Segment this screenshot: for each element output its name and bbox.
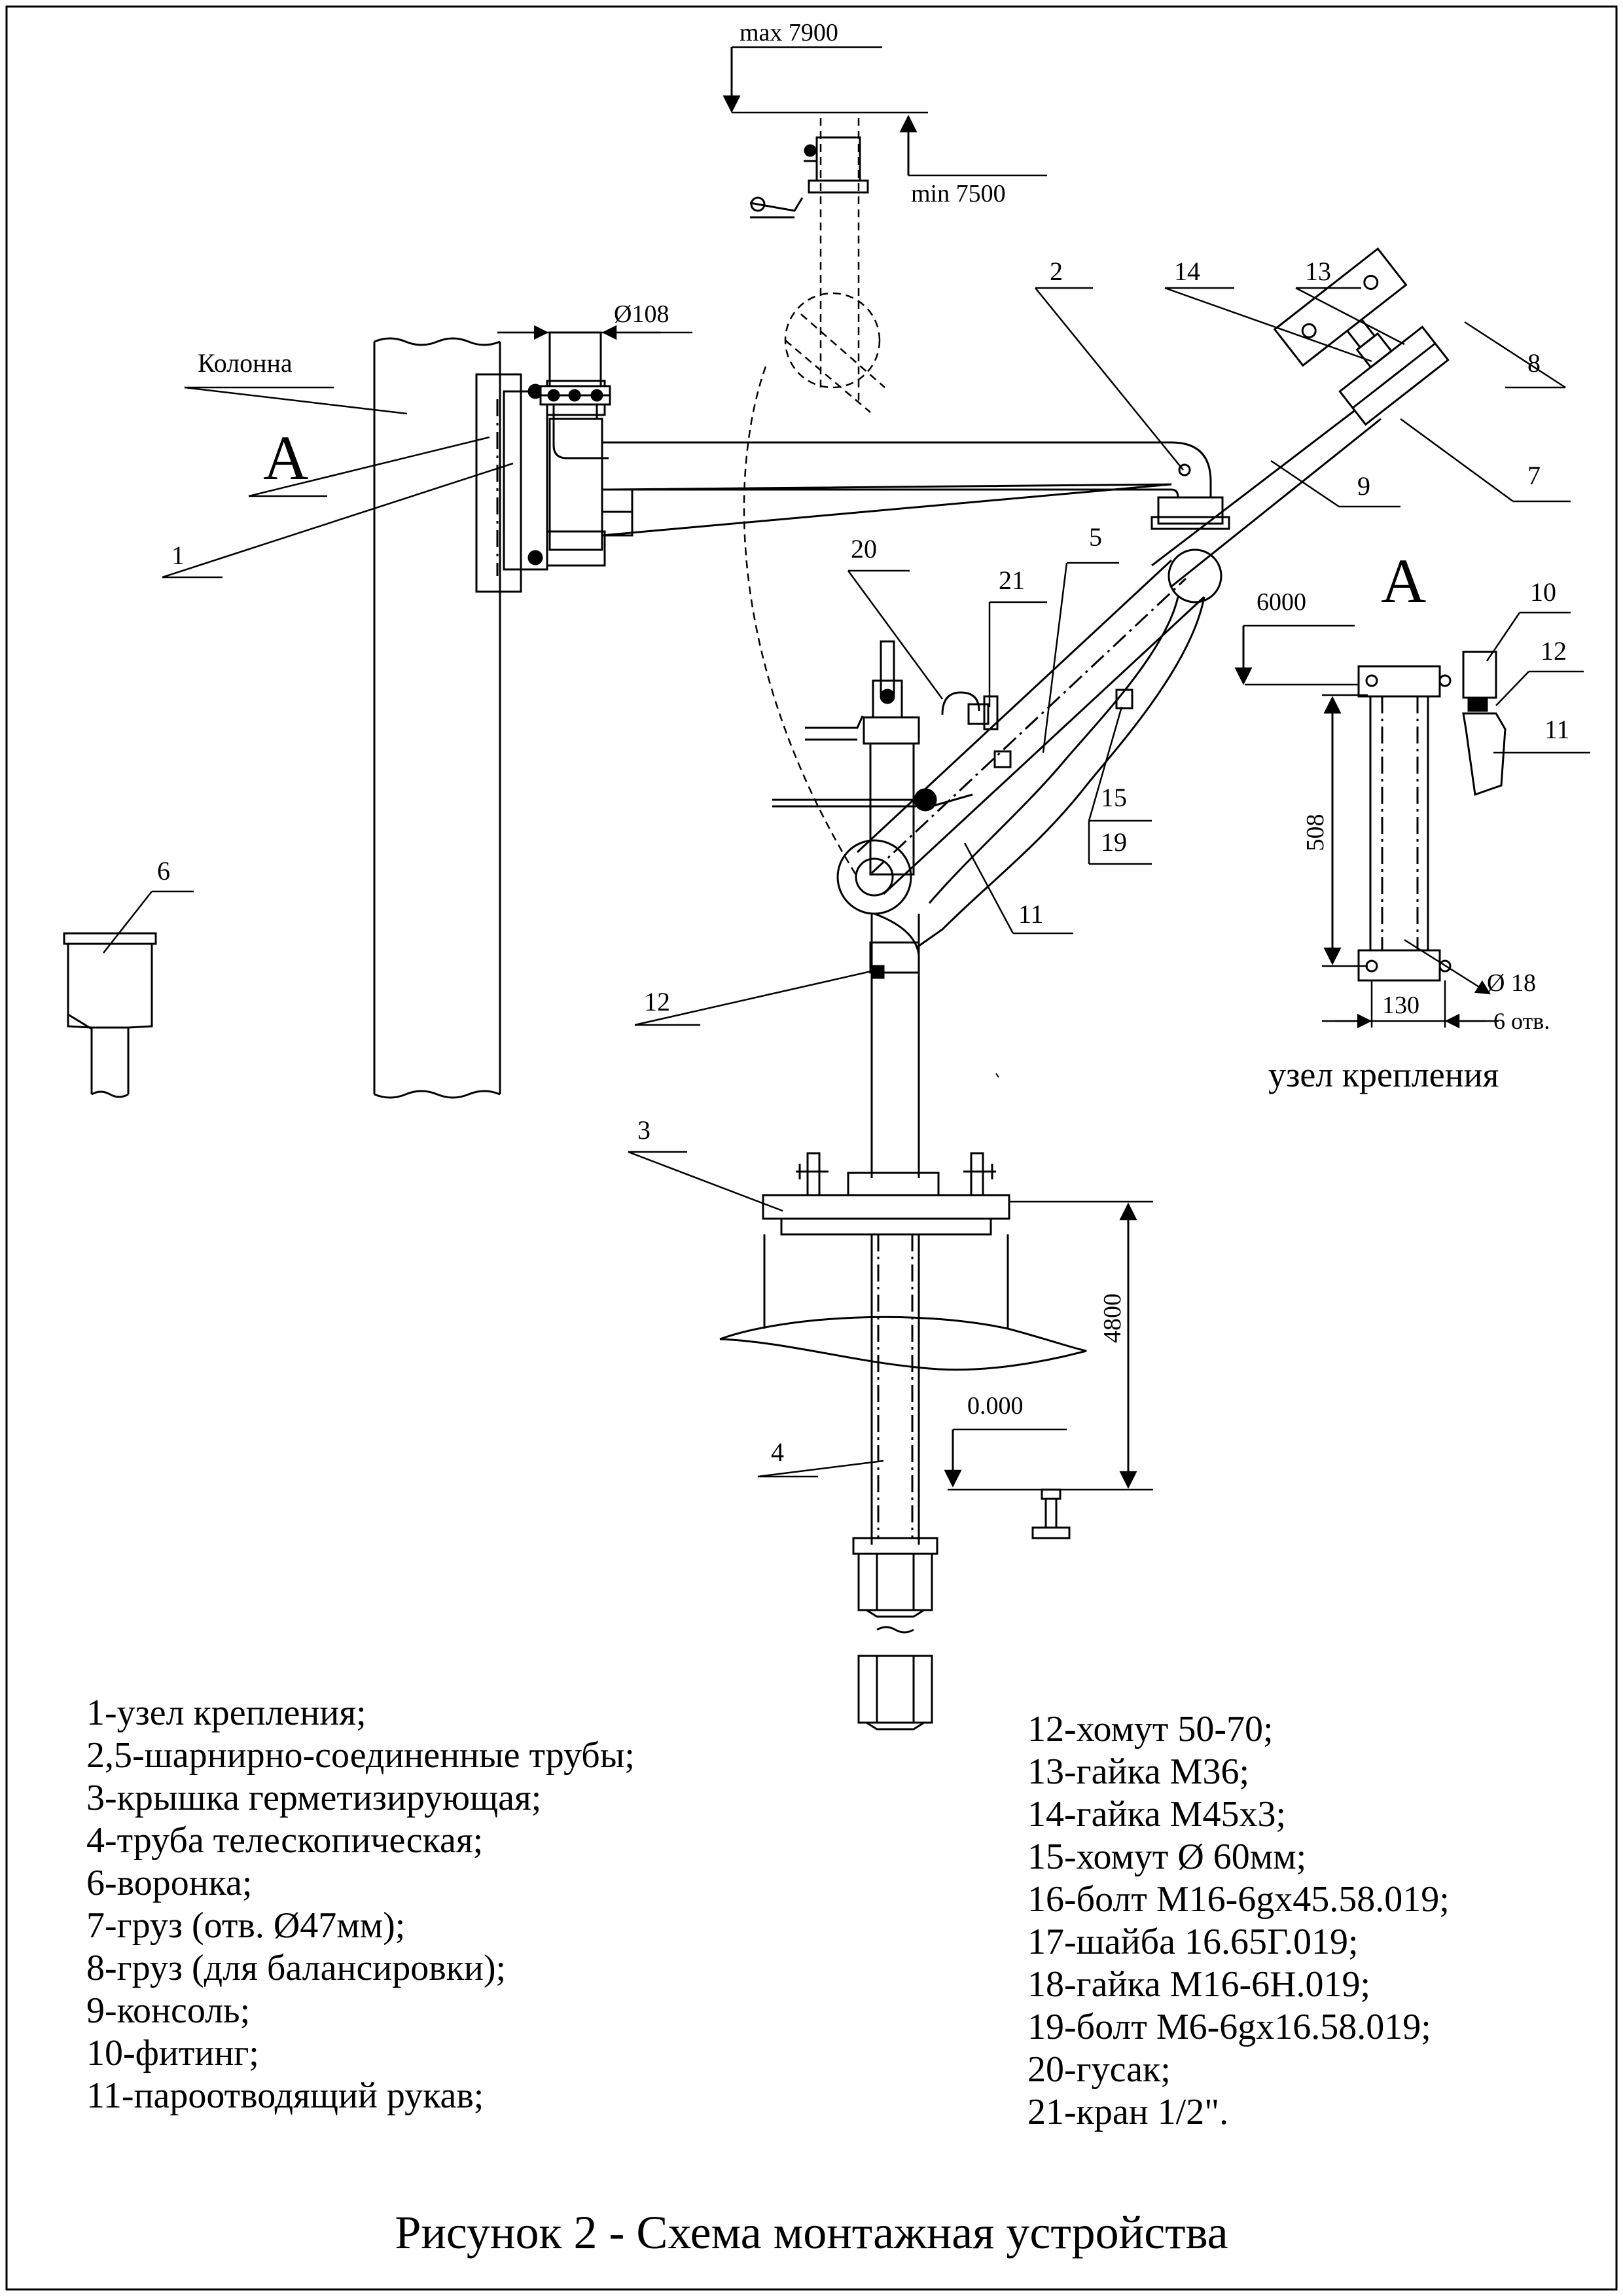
legend-item: 15-хомут Ø 60мм;: [1027, 1837, 1307, 1877]
legend-item: 7-груз (отв. Ø47мм);: [86, 1905, 406, 1946]
callout-4: 4: [771, 1437, 784, 1467]
callout-20-leader: [847, 570, 944, 700]
column-label: Колонна: [198, 348, 293, 378]
mounting-node-detail: [1357, 651, 1507, 982]
stray-tick: [995, 1073, 999, 1078]
section-letter-detail: A: [1381, 546, 1426, 616]
callout-15-leader: [1088, 706, 1123, 821]
callout-15: 15: [1101, 783, 1127, 812]
callout-13: 13: [1305, 257, 1331, 286]
callout-21: 21: [999, 565, 1025, 595]
wall-bracket: [475, 373, 606, 593]
rail-profile: [1031, 1488, 1071, 1539]
callout-5-leader: [1042, 562, 1068, 753]
telescopic-pipe: [852, 1234, 938, 1731]
legend-item: 19-болт М6-6gх16.58.019;: [1027, 2007, 1431, 2047]
legend-left: 1-узел крепления;2,5-шарнирно-соединенны…: [86, 1692, 635, 2117]
tank-body: [719, 1234, 1087, 1371]
callout-11-detail: 11: [1544, 715, 1570, 744]
callout-2-leader: [1035, 287, 1184, 471]
callout-4-leader: [757, 1460, 884, 1478]
legend-item: 10-фитинг;: [86, 2033, 259, 2073]
legend-item: 21-кран 1/2".: [1027, 2092, 1229, 2132]
legend-right: 12-хомут 50-70;13-гайка М36;14-гайка М45…: [1027, 1708, 1450, 2134]
dim-hole-count: 6 отв.: [1493, 1008, 1550, 1034]
steam-hose-inner: [928, 596, 1179, 904]
drawing-frame: [5, 5, 1618, 2291]
callout-6: 6: [157, 856, 170, 886]
callout-12-detail: 12: [1541, 636, 1567, 666]
callout-11-leader: [963, 842, 1014, 934]
zero-level: 0.000: [967, 1392, 1024, 1420]
callout-3-leader: [628, 1151, 783, 1212]
callout-10-leader: [1486, 612, 1521, 662]
section-a-leader: [248, 436, 490, 497]
legend-item: 13-гайка М36;: [1027, 1751, 1250, 1792]
callout-10: 10: [1530, 577, 1556, 607]
legend-item: 14-гайка М45х3;: [1027, 1794, 1287, 1835]
callout-9-leader: [1270, 459, 1340, 508]
dim-min-height: min 7500: [911, 180, 1006, 207]
central-mast: [805, 640, 920, 1178]
section-letter-left: A: [263, 423, 308, 493]
dim-node-width: 130: [1382, 992, 1419, 1019]
callout-14: 14: [1174, 257, 1200, 286]
legend-item: 20-гусак;: [1027, 2049, 1171, 2090]
dim-node-height: 6000: [1257, 588, 1306, 616]
legend-item: 8-груз (для балансировки);: [86, 1948, 507, 1988]
callout-6-leader: [103, 891, 152, 954]
callout-8-leader: [1464, 321, 1566, 389]
callout-12b-leader: [1495, 671, 1529, 706]
callout-1: 1: [171, 541, 185, 570]
riser-pipe: [539, 331, 611, 551]
legend-item: 6-воронка;: [86, 1863, 253, 1903]
funnel: [63, 932, 157, 1098]
callout-1-leader: [162, 462, 514, 579]
counterweight-arm: [1151, 247, 1450, 588]
callout-9: 9: [1357, 471, 1370, 501]
callout-20: 20: [851, 534, 877, 564]
upper-valve-assembly: [749, 136, 869, 219]
legend-item: 12-хомут 50-70;: [1027, 1709, 1274, 1749]
column-leader: [184, 386, 408, 415]
dim-hole-diameter: Ø 18: [1487, 969, 1536, 997]
callout-7: 7: [1527, 461, 1541, 490]
legend-item: 18-гайка М16-6Н.019;: [1027, 1964, 1371, 2005]
legend-item: 3-крышка герметизирующая;: [86, 1778, 542, 1818]
dim-cover-height: 4800: [1099, 1293, 1126, 1343]
column: [373, 337, 501, 1099]
dim-pipe-diameter: Ø108: [614, 300, 669, 328]
legend-item: 16-болт М16-6gх45.58.019;: [1027, 1879, 1450, 1920]
legend-item: 1-узел крепления;: [86, 1693, 366, 1733]
gooseneck: [941, 691, 999, 730]
callout-13-leader: [1295, 287, 1405, 346]
upper-position-phantom: [743, 118, 885, 878]
sealing-cover: [762, 1152, 1010, 1236]
callout-5: 5: [1089, 522, 1102, 552]
steam-hose: [916, 596, 1205, 949]
callout-7-leader: [1400, 418, 1514, 503]
dim-max-height: max 7900: [740, 19, 838, 46]
callout-14-leader: [1164, 287, 1372, 363]
legend-item: 9-консоль;: [86, 1990, 251, 2031]
callout-11: 11: [1018, 899, 1044, 929]
node-title: узел крепления: [1268, 1055, 1499, 1094]
figure-caption: Рисунок 2 - Схема монтажная устройства: [395, 2206, 1228, 2259]
legend-item: 11-пароотводящий рукав;: [86, 2075, 484, 2116]
callout-2: 2: [1050, 257, 1063, 286]
callout-19: 19: [1101, 827, 1127, 857]
dim-hole-leader: [1404, 939, 1491, 995]
horizontal-arm: [601, 441, 1230, 537]
legend-item: 2,5-шарнирно-соединенные трубы;: [86, 1735, 635, 1776]
callout-3: 3: [637, 1115, 651, 1145]
callout-12-leader: [634, 969, 878, 1026]
legend-item: 4-труба телескопическая;: [86, 1820, 484, 1861]
callout-12: 12: [644, 987, 670, 1016]
callout-8: 8: [1527, 348, 1541, 378]
dim-node-spacing: 508: [1302, 814, 1329, 852]
swivel-arm: [772, 548, 1222, 915]
legend-item: 17-шайба 16.65Г.019;: [1027, 1922, 1359, 1962]
